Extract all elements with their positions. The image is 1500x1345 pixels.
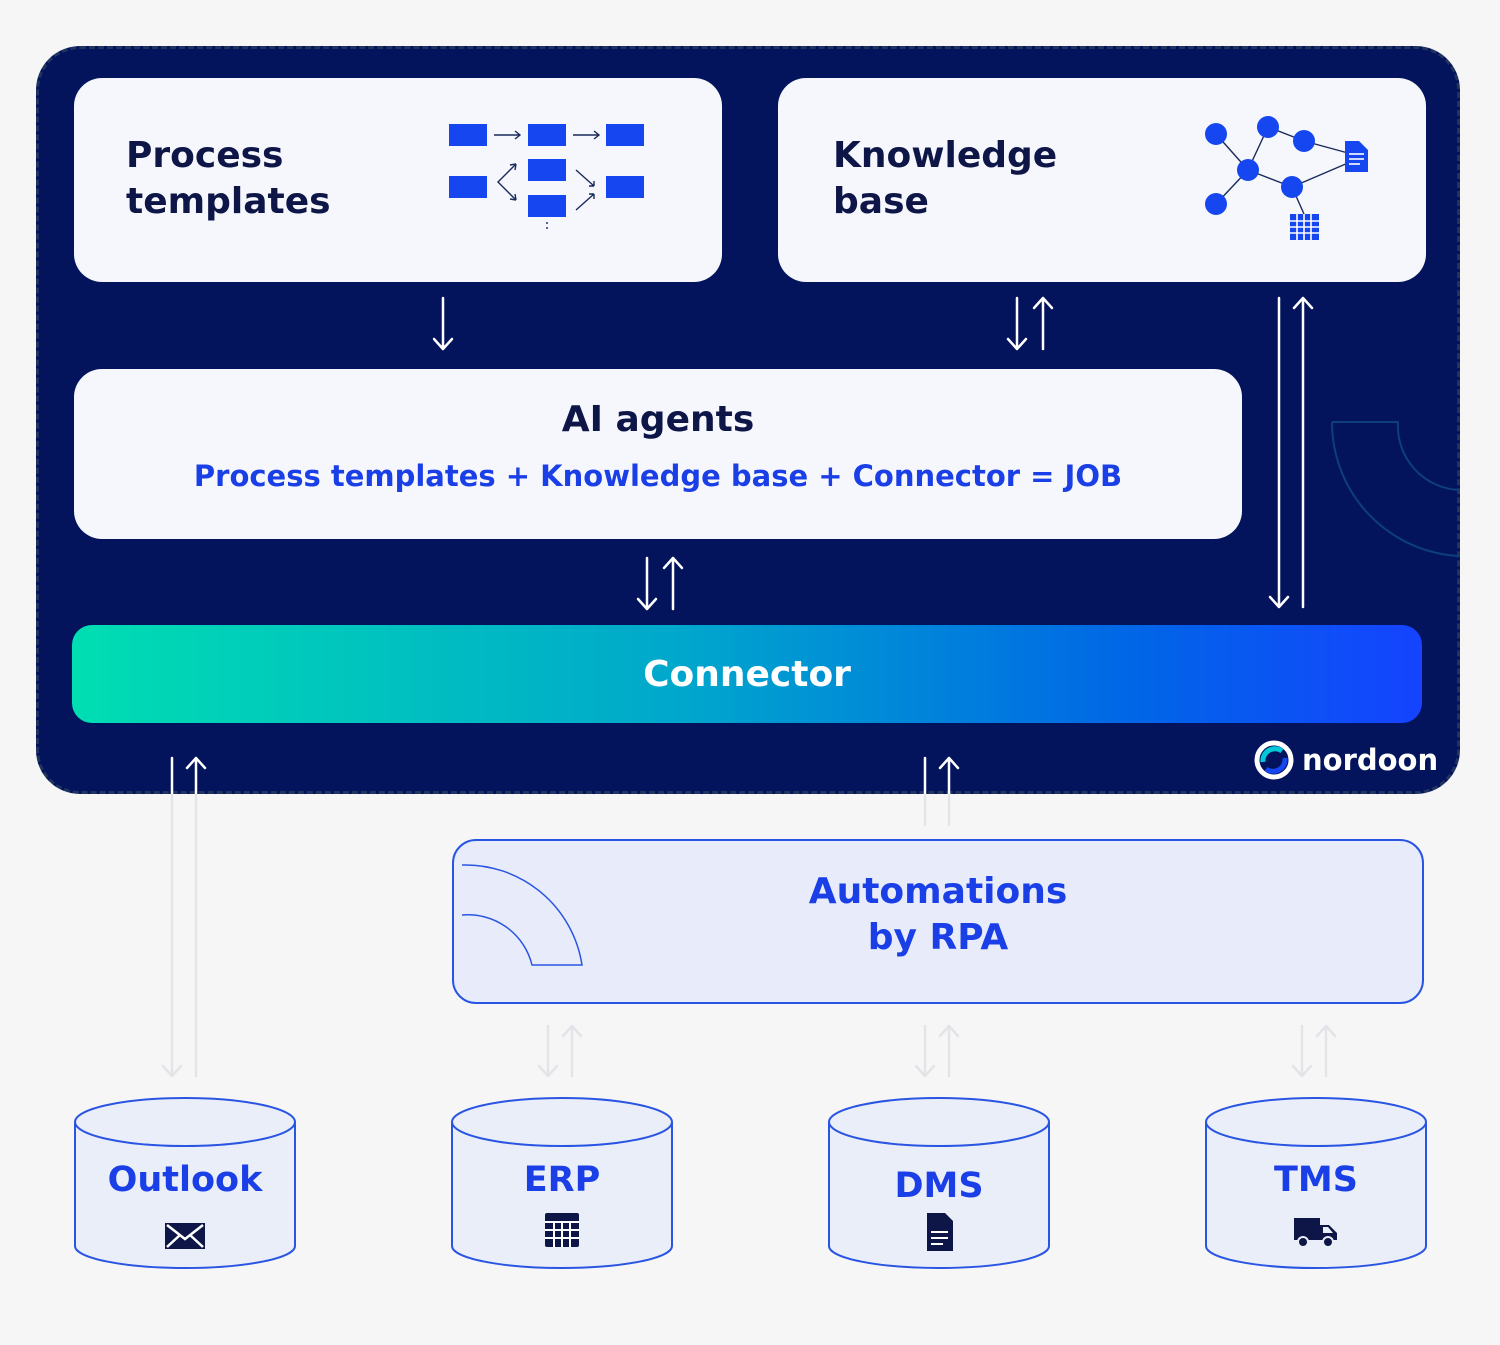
knowledge-base-title: Knowledge base (833, 135, 1058, 222)
ai-agents-title: AI agents (561, 399, 755, 440)
knowledge-base-card[interactable]: Knowledge base (778, 78, 1426, 282)
database-label: TMS (1274, 1160, 1358, 1200)
dms-database[interactable]: DMS (827, 1096, 1051, 1272)
tms-database[interactable]: TMS (1204, 1096, 1428, 1272)
envelope-icon (165, 1223, 205, 1249)
knowledge-graph-icon (1205, 116, 1368, 240)
database-cylinder (74, 1097, 296, 1269)
automations-title: Automations by RPA (808, 871, 1068, 958)
database-cylinder (828, 1097, 1050, 1269)
connector-bar[interactable]: Connector (72, 625, 1422, 723)
database-cylinder (1205, 1097, 1427, 1269)
database-label: Outlook (107, 1160, 263, 1200)
document-icon (927, 1213, 953, 1251)
database-cylinder (451, 1097, 673, 1269)
outlook-database[interactable]: Outlook (73, 1096, 297, 1272)
decorative-arc-automations (462, 864, 583, 966)
process-templates-title: Process templates (126, 135, 331, 222)
database-label: DMS (894, 1166, 984, 1206)
brand-name: nordoon (1302, 743, 1439, 777)
nordoon-logo-icon (1254, 740, 1294, 780)
connector-label: Connector (643, 653, 851, 695)
database-label: ERP (523, 1160, 601, 1200)
process-templates-card[interactable]: Process templates (74, 78, 722, 282)
ai-agents-card[interactable]: AI agents Process templates + Knowledge … (74, 369, 1242, 539)
job-formula: Process templates + Knowledge base + Con… (193, 459, 1123, 493)
automations-rpa-box[interactable]: Automations by RPA (452, 839, 1424, 1004)
erp-database[interactable]: ERP (450, 1096, 674, 1272)
brand-logo: nordoon (1254, 740, 1438, 780)
workflow-icon (449, 124, 644, 232)
table-icon (545, 1213, 579, 1247)
truck-icon (1294, 1218, 1337, 1248)
